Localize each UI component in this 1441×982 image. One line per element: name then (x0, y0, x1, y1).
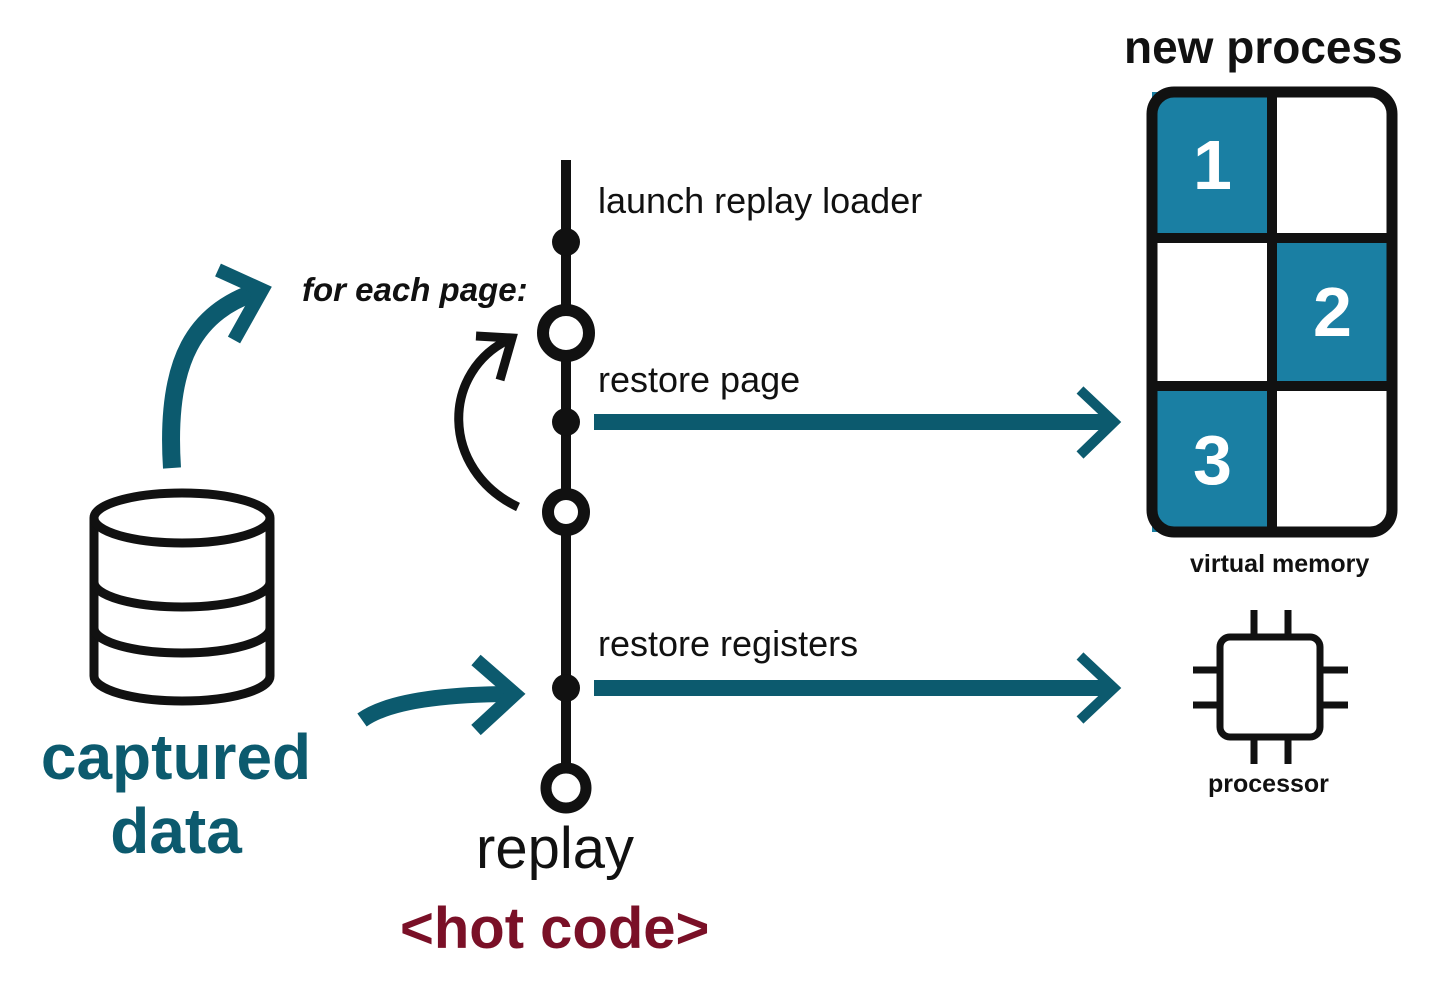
loop-arrow (454, 331, 520, 512)
cpu-chip-icon (1193, 610, 1348, 764)
virtual-memory-grid (1146, 86, 1398, 538)
processor-label: processor (1208, 770, 1329, 798)
memory-cell-2 (1274, 240, 1392, 384)
memory-cell-3-label: 3 (1193, 421, 1232, 499)
timeline-node-loop-start (537, 304, 595, 362)
step-restore-registers: restore registers (598, 623, 859, 664)
replay-label: replay (476, 816, 634, 881)
step-launch-replay-loader: launch replay loader (598, 180, 923, 221)
step-restore-page: restore page (598, 359, 801, 400)
arrow-to-processor (594, 652, 1122, 724)
timeline-node-end (540, 762, 592, 814)
memory-cell-1-label: 1 (1193, 126, 1232, 204)
curved-arrow-to-registers (357, 654, 526, 736)
hot-code-label: <hot code> (400, 896, 710, 961)
arrow-to-memory (594, 386, 1122, 459)
virtual-memory-label: virtual memory (1190, 550, 1370, 578)
database-icon (89, 488, 275, 706)
timeline-node-launch (552, 228, 580, 256)
timeline-node-restore-registers (552, 674, 580, 702)
memory-cell-3 (1152, 388, 1270, 532)
memory-cell-2-label: 2 (1313, 273, 1352, 351)
captured-label-line2: data (110, 795, 242, 867)
step-for-each-page: for each page: (302, 271, 528, 308)
curved-arrow-to-loop (162, 263, 272, 469)
new-process-title: new process (1124, 21, 1403, 73)
captured-label-line1: captured (40, 721, 312, 793)
captured-data-label: captured data (16, 720, 336, 868)
timeline-node-restore-page (552, 408, 580, 436)
timeline-node-loop-end (542, 488, 590, 536)
memory-cell-1 (1152, 92, 1270, 238)
